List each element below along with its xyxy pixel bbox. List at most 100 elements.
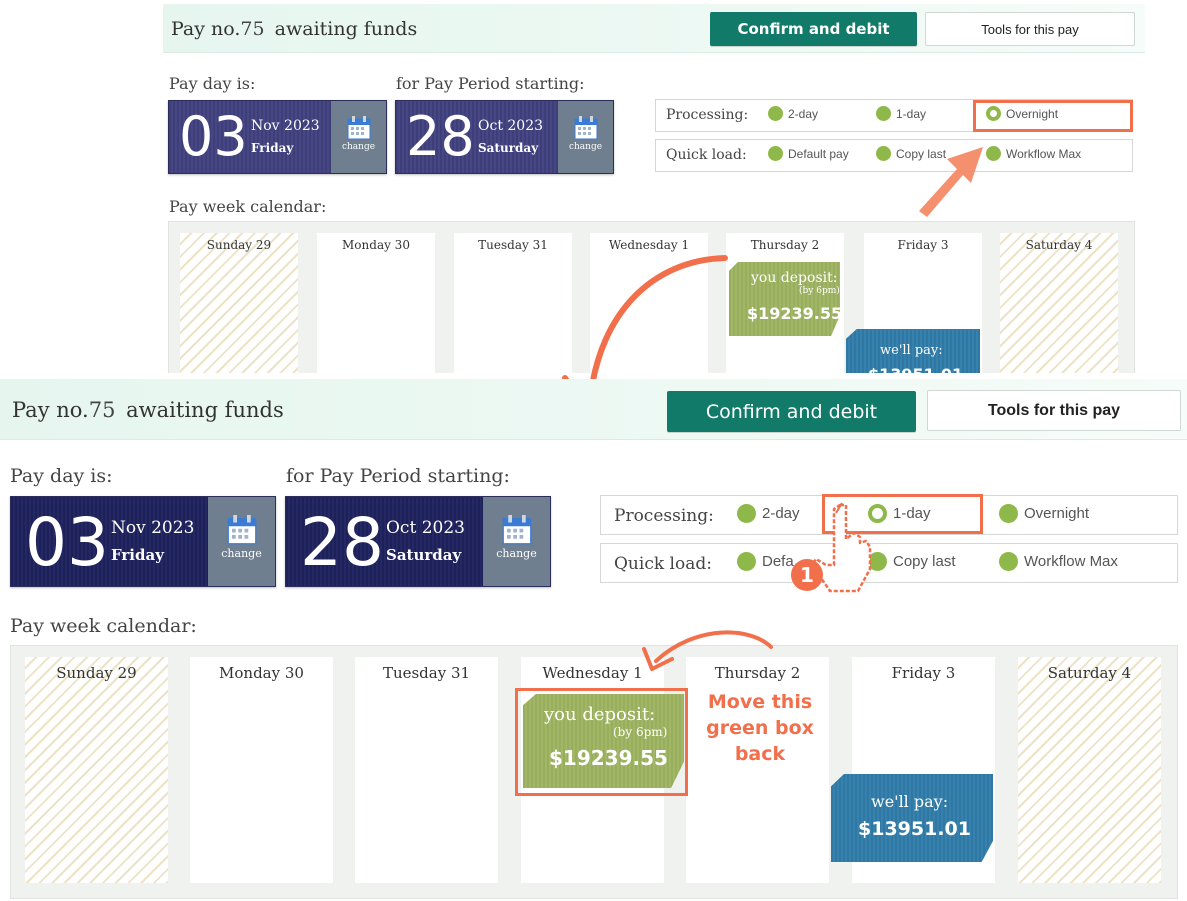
quick-load-option-workflow[interactable]: Workflow Max xyxy=(986,146,1081,161)
calendar-label: Pay week calendar: xyxy=(10,615,197,637)
period-change-button[interactable]: change xyxy=(558,101,613,173)
period-day: 28 xyxy=(406,105,475,168)
period-day: 28 xyxy=(300,504,384,581)
confirm-debit-button[interactable]: Confirm and debit xyxy=(710,12,917,46)
curved-arrow-icon xyxy=(642,630,773,671)
tools-button[interactable]: Tools for this pay xyxy=(927,390,1181,431)
pay-label: Pay no. xyxy=(12,398,89,422)
deposit-box[interactable]: you deposit: (by 6pm) $19239.55 xyxy=(523,694,684,788)
page-title: Pay no.75 awaiting funds xyxy=(171,18,417,40)
calendar-day[interactable]: Saturday 4 xyxy=(1018,657,1161,883)
pay-status: awaiting funds xyxy=(126,398,284,422)
processing-label: Processing: xyxy=(666,107,749,123)
period-month: Oct 2023 xyxy=(386,518,465,538)
quick-load-panel: Quick load: Defa Copy last Workflow Max xyxy=(600,543,1178,583)
period-label: for Pay Period starting: xyxy=(396,74,585,93)
step-number: 1 xyxy=(800,563,814,587)
quick-load-option-label: Copy last xyxy=(896,146,947,161)
radio-icon xyxy=(999,504,1018,523)
processing-option-2day[interactable]: 2-day xyxy=(737,504,800,523)
calendar-day[interactable]: Monday 30 xyxy=(317,233,435,373)
overnight-highlight xyxy=(973,100,1133,132)
calendar-day[interactable]: Monday 30 xyxy=(190,657,333,883)
deposit-label: you deposit: xyxy=(751,270,838,286)
quick-load-option-label: Workflow Max xyxy=(1006,146,1082,161)
radio-icon xyxy=(737,552,756,571)
move-annotation: Move this green box back xyxy=(695,689,825,767)
processing-option-2day[interactable]: 2-day xyxy=(768,106,818,121)
payout-amount: $13951.01 xyxy=(868,365,963,373)
calendar-day[interactable]: Wednesday 1 xyxy=(590,233,708,373)
calendar-day[interactable]: Sunday 29 xyxy=(180,233,298,373)
processing-option-overnight[interactable]: Overnight xyxy=(999,504,1089,523)
payday-weekday: Friday xyxy=(251,141,294,155)
quick-load-option-default[interactable]: Defa xyxy=(737,552,794,571)
payday-box: 03 Nov 2023 Friday change xyxy=(10,496,276,587)
quick-load-label: Quick load: xyxy=(614,554,712,574)
payday-day: 03 xyxy=(25,504,109,581)
radio-icon xyxy=(768,146,783,161)
header-bar: Pay no.75 awaiting funds Confirm and deb… xyxy=(0,379,1187,440)
processing-option-label: Overnight xyxy=(1024,505,1090,522)
payday-change-button[interactable]: change xyxy=(208,497,275,586)
calendar-day[interactable]: Tuesday 31 xyxy=(355,657,498,883)
radio-icon xyxy=(876,146,891,161)
deposit-highlight xyxy=(515,688,688,796)
calendar-day[interactable]: Tuesday 31 xyxy=(454,233,572,373)
payday-month: Nov 2023 xyxy=(251,118,320,134)
tools-button[interactable]: Tools for this pay xyxy=(925,12,1135,46)
processing-panel: Processing: 2-day 1-day Overnight xyxy=(600,495,1178,535)
calendar-day[interactable]: Saturday 4 xyxy=(1000,233,1118,373)
payday-box: 03 Nov 2023 Friday change xyxy=(168,100,387,174)
processing-option-1day[interactable]: 1-day xyxy=(876,106,926,121)
calendar-icon xyxy=(347,116,370,140)
before-panel: Pay no.75 awaiting funds Confirm and deb… xyxy=(163,0,1145,373)
quick-load-option-default[interactable]: Default pay xyxy=(768,146,849,161)
calendar-icon xyxy=(574,116,597,140)
calendar-icon xyxy=(502,515,531,545)
radio-icon xyxy=(986,146,1001,161)
deposit-box[interactable]: you deposit: (by 6pm) $19239.55 xyxy=(729,262,840,336)
calendar-day[interactable]: Thursday 2 xyxy=(686,657,829,883)
quick-load-option-label: Defa xyxy=(762,553,794,570)
period-box: 28 Oct 2023 Saturday change xyxy=(285,496,551,587)
period-change-label: change xyxy=(496,547,537,560)
deposit-note: (by 6pm) xyxy=(799,286,840,296)
payout-label: we'll pay: xyxy=(871,792,949,811)
quick-load-option-label: Default pay xyxy=(788,146,849,161)
processing-panel: Processing: 2-day 1-day Overnight xyxy=(655,99,1133,132)
pay-number: 75 xyxy=(88,398,116,422)
period-weekday: Saturday xyxy=(386,546,462,564)
radio-icon xyxy=(876,106,891,121)
period-label: for Pay Period starting: xyxy=(286,465,510,487)
processing-option-label: Overnight xyxy=(1006,106,1059,121)
calendar-label: Pay week calendar: xyxy=(169,197,327,216)
radio-icon xyxy=(737,504,756,523)
page-title: Pay no.75 awaiting funds xyxy=(12,398,284,422)
quick-load-option-label: Workflow Max xyxy=(1024,553,1118,570)
confirm-debit-button[interactable]: Confirm and debit xyxy=(667,391,916,432)
quick-load-option-label: Copy last xyxy=(893,553,956,570)
radio-selected-icon xyxy=(868,504,887,523)
radio-icon xyxy=(868,552,887,571)
quick-load-label: Quick load: xyxy=(666,147,747,163)
payday-change-button[interactable]: change xyxy=(331,101,386,173)
payday-day: 03 xyxy=(179,105,248,168)
period-month: Oct 2023 xyxy=(478,118,544,134)
hand-pointer-icon xyxy=(810,502,872,593)
payout-box[interactable]: we'll pay: $13951.01 xyxy=(831,774,993,862)
deposit-amount: $19239.55 xyxy=(549,746,668,770)
processing-option-overnight[interactable]: Overnight xyxy=(986,106,1058,121)
processing-option-1day[interactable]: 1-day xyxy=(868,504,931,523)
payday-label: Pay day is: xyxy=(10,465,113,487)
quick-load-option-copy-last[interactable]: Copy last xyxy=(868,552,956,571)
payday-weekday: Friday xyxy=(111,546,164,564)
step-badge: 1 xyxy=(791,559,823,591)
period-change-button[interactable]: change xyxy=(483,497,550,586)
payout-box[interactable]: we'll pay: $13951.01 xyxy=(846,329,980,373)
calendar-day[interactable]: Sunday 29 xyxy=(25,657,168,883)
quick-load-option-copy-last[interactable]: Copy last xyxy=(876,146,946,161)
processing-option-label: 1-day xyxy=(893,505,931,522)
radio-icon xyxy=(768,106,783,121)
quick-load-option-workflow[interactable]: Workflow Max xyxy=(999,552,1118,571)
